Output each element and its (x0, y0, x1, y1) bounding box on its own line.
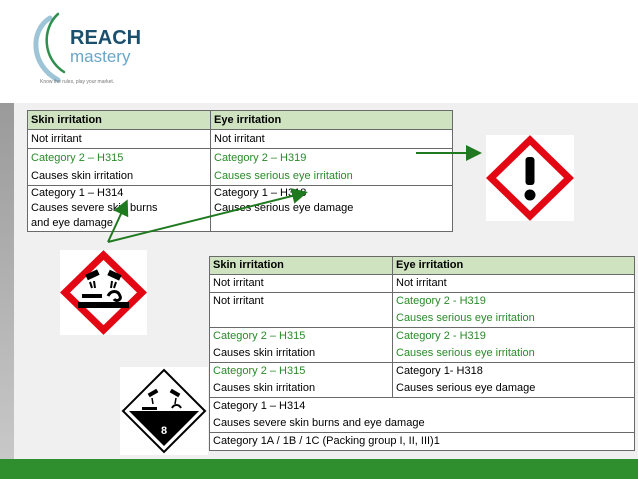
bottom-accent-bar (0, 459, 638, 479)
cell-line: Causes serious eye damage (214, 202, 354, 214)
cell-line: Category 1 – H318 (214, 187, 307, 199)
header-skin-irritation: Skin irritation (27, 110, 211, 130)
table-cell: Not irritant (392, 274, 635, 293)
table-cell: Category 2 – H315 Causes skin irritation (209, 327, 393, 363)
cell-line: Causes serious eye irritation (396, 347, 535, 359)
table-cell: Not irritant (209, 274, 393, 293)
table-row: Category 2 – H315 Causes skin irritation… (27, 148, 453, 186)
corrosion-pictogram (59, 250, 148, 335)
table-cell: Category 1A / 1B / 1C (Packing group I, … (209, 432, 635, 451)
cell-line: Causes skin irritation (213, 347, 316, 359)
cell-line: Not irritant (396, 277, 447, 289)
cell-line: Category 2 – H315 (213, 330, 306, 342)
class-8-corrosive-icon: 8 (121, 368, 207, 454)
classification-table-2: Skin irritation Eye irritation Not irrit… (209, 256, 635, 451)
table-row: Category 1A / 1B / 1C (Packing group I, … (209, 432, 635, 451)
cell-line: Category 1A / 1B / 1C (Packing group I, … (213, 435, 440, 447)
cell-line: Not irritant (214, 133, 265, 145)
header-eye-irritation: Eye irritation (392, 256, 635, 275)
table-cell: Not irritant (210, 129, 453, 149)
table-row: Not irritant Not irritant (27, 129, 453, 149)
exclamation-mark-icon (485, 135, 575, 221)
table-cell: Category 2 – H315 Causes skin irritation (27, 148, 211, 186)
table-row: Category 2 – H315 Causes skin irritation… (209, 327, 635, 363)
table-header-row: Skin irritation Eye irritation (209, 256, 635, 275)
cell-line: Not irritant (213, 295, 264, 307)
table-row: Category 2 – H315 Causes skin irritation… (209, 362, 635, 398)
cell-line: Category 2 - H319 (396, 330, 486, 342)
table-header-row: Skin irritation Eye irritation (27, 110, 453, 130)
table-cell: Not irritant (209, 292, 393, 328)
reach-mastery-logo: REACH mastery (33, 12, 141, 83)
cell-line: Causes skin irritation (31, 170, 134, 182)
cell-line: Category 2 – H315 (213, 365, 306, 377)
table-row: Category 1 – H314 Causes severe skin bur… (209, 397, 635, 433)
cell-line: Not irritant (31, 133, 82, 145)
cell-line: Category 1- H318 (396, 365, 483, 377)
left-accent-strip (0, 103, 14, 459)
table-cell: Category 2 - H319 Causes serious eye irr… (392, 292, 635, 328)
class-8-transport-label: 8 (120, 367, 208, 455)
table-row: Not irritant Category 2 - H319 Causes se… (209, 292, 635, 328)
table-cell: Category 2 – H319 Causes serious eye irr… (210, 148, 453, 186)
classification-table-1: Skin irritation Eye irritation Not irrit… (27, 110, 453, 232)
cell-line: Causes serious eye irritation (214, 170, 353, 182)
table-cell: Not irritant (27, 129, 211, 149)
brand-tagline: Know the rules, play your market. (40, 79, 115, 85)
brand-name-bottom: mastery (70, 47, 131, 66)
table-cell: Category 1 – H314 Causes severe skin bur… (27, 185, 211, 232)
cell-line: Category 2 – H315 (31, 152, 124, 164)
table-cell: Category 2 – H315 Causes skin irritation (209, 362, 393, 398)
cell-line: Category 2 – H319 (214, 152, 307, 164)
cell-line: Category 1 – H314 (213, 400, 306, 412)
table-cell: Category 1- H318 Causes serious eye dama… (392, 362, 635, 398)
header-skin-irritation: Skin irritation (209, 256, 393, 275)
cell-line: Causes serious eye damage (396, 382, 536, 394)
class-number-label: 8 (161, 425, 167, 437)
brand-name-top: REACH (70, 27, 141, 49)
table-cell: Category 2 - H319 Causes serious eye irr… (392, 327, 635, 363)
cell-line: Causes severe skin burns and eye damage (213, 417, 425, 429)
table-row: Not irritant Not irritant (209, 274, 635, 293)
cell-line: Causes skin irritation (213, 382, 316, 394)
cell-line: Not irritant (213, 277, 264, 289)
cell-line: and eye damage (31, 217, 113, 229)
cell-line: Category 2 - H319 (396, 295, 486, 307)
cell-line: Category 1 – H314 (31, 187, 124, 199)
table-cell: Category 1 – H318 Causes serious eye dam… (210, 185, 453, 232)
cell-line: Causes severe skin burns (31, 202, 158, 214)
exclamation-pictogram (485, 135, 575, 221)
corrosion-icon (59, 250, 148, 335)
cell-line: Causes serious eye irritation (396, 312, 535, 324)
table-cell: Category 1 – H314 Causes severe skin bur… (209, 397, 635, 433)
header-eye-irritation: Eye irritation (210, 110, 453, 130)
table-row: Category 1 – H314 Causes severe skin bur… (27, 185, 453, 232)
